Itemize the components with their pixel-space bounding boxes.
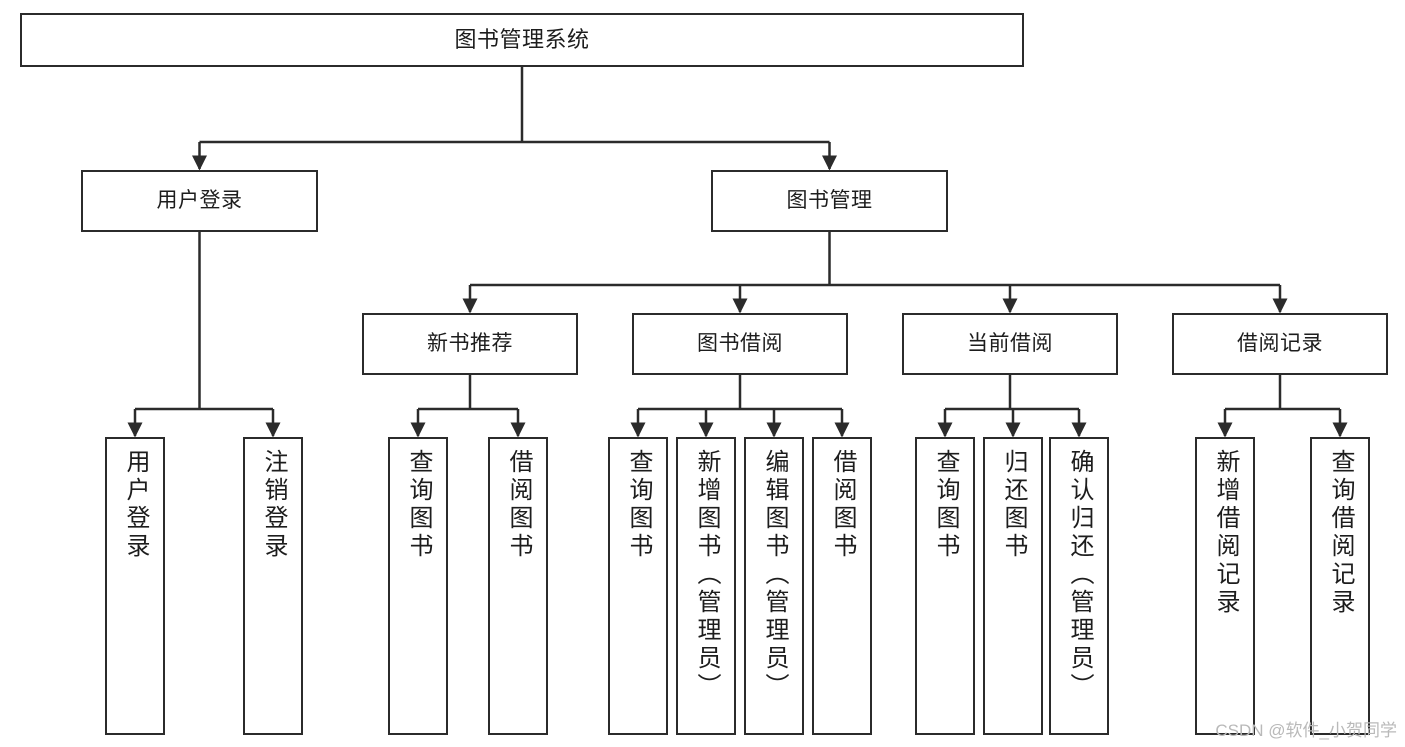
node-current-borrow[interactable]: 当前借阅 [902,313,1118,375]
node-label: 注销登录 [260,449,287,561]
node-label: 借阅图书 [505,449,532,561]
node-label: 归还图书 [1000,449,1027,561]
node-leaf-edit-book-admin[interactable]: 编辑图书（管理员） [744,437,804,735]
node-label: 确认归还（管理员） [1066,449,1093,701]
node-label: 查询图书 [405,449,432,561]
node-label: 用户登录 [156,188,243,212]
node-label: 当前借阅 [967,331,1053,355]
node-leaf-borrow-book-rec[interactable]: 借阅图书 [488,437,548,735]
node-label: 查询图书 [932,449,959,561]
node-label: 编辑图书（管理员） [761,449,788,701]
node-user-login[interactable]: 用户登录 [81,170,318,232]
node-leaf-query-book-current[interactable]: 查询图书 [915,437,975,735]
node-root[interactable]: 图书管理系统 [20,13,1024,67]
node-new-book-recommend[interactable]: 新书推荐 [362,313,578,375]
node-leaf-query-book-borrow[interactable]: 查询图书 [608,437,668,735]
node-leaf-add-book-admin[interactable]: 新增图书（管理员） [676,437,736,735]
node-label: 查询图书 [625,449,652,561]
node-leaf-return-book[interactable]: 归还图书 [983,437,1043,735]
node-label: 新增图书（管理员） [693,449,720,701]
node-label: 借阅记录 [1237,331,1323,355]
node-leaf-borrow-book[interactable]: 借阅图书 [812,437,872,735]
node-leaf-user-logout[interactable]: 注销登录 [243,437,303,735]
watermark-text: CSDN @软件_小贺同学 [1215,721,1397,740]
node-label: 图书借阅 [697,331,783,355]
node-leaf-user-login[interactable]: 用户登录 [105,437,165,735]
node-leaf-query-book-rec[interactable]: 查询图书 [388,437,448,735]
node-label: 用户登录 [122,449,149,561]
node-leaf-confirm-return-admin[interactable]: 确认归还（管理员） [1049,437,1109,735]
node-label: 查询借阅记录 [1327,449,1354,617]
node-leaf-query-borrow-record[interactable]: 查询借阅记录 [1310,437,1370,735]
node-label: 新书推荐 [427,331,513,355]
node-label: 图书管理系统 [454,27,590,53]
node-leaf-add-borrow-record[interactable]: 新增借阅记录 [1195,437,1255,735]
node-book-management[interactable]: 图书管理 [711,170,948,232]
node-label: 图书管理 [786,188,873,212]
node-label: 借阅图书 [829,449,856,561]
node-book-borrow[interactable]: 图书借阅 [632,313,848,375]
node-borrow-records[interactable]: 借阅记录 [1172,313,1388,375]
node-label: 新增借阅记录 [1212,449,1239,617]
